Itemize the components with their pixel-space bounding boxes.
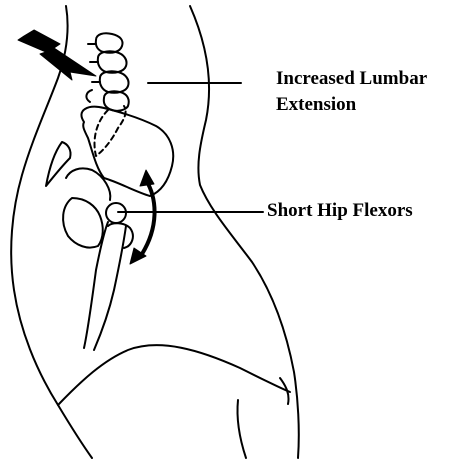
lumbar-annotation-line1: Increased Lumbar (276, 66, 427, 92)
pelvis-notch (46, 142, 71, 186)
knee-crease (280, 378, 289, 404)
femur-shaft (84, 222, 108, 348)
hip-annotation: Short Hip Flexors (267, 198, 413, 224)
pelvis-rim (66, 168, 110, 200)
lightning-bolt-icon (18, 30, 96, 80)
knee-lower-line (237, 400, 246, 458)
greater-trochanter (108, 223, 133, 248)
curved-double-arrow-icon (130, 170, 155, 264)
hip-annotation-line1: Short Hip Flexors (267, 198, 413, 224)
lumbar-annotation: Increased Lumbar Extension (276, 66, 427, 118)
lumbar-annotation-line2: Extension (276, 92, 427, 118)
thigh-back-outline (58, 345, 290, 405)
pelvis-ischium (63, 198, 103, 248)
lumbar-vertebrae (86, 33, 128, 111)
